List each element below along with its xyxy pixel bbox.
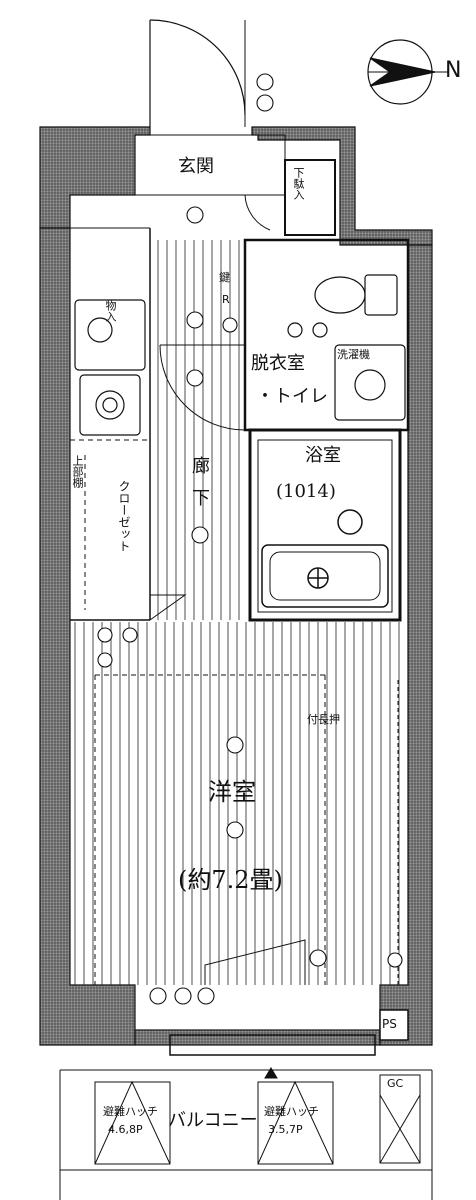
hatch-right-size: 3.5,7P xyxy=(268,1123,303,1136)
r-mark: R xyxy=(222,293,230,306)
hallway-label-2: 下 xyxy=(192,488,210,509)
western-room-label: 洋室 xyxy=(208,778,256,806)
entrance-label: 玄関 xyxy=(178,156,214,177)
ps-label: PS xyxy=(382,1017,397,1031)
balcony-door xyxy=(204,939,306,985)
hall-door xyxy=(159,344,246,431)
flooring-hallway xyxy=(157,240,240,620)
hatch-left-size: 4.6,8P xyxy=(108,1123,143,1136)
closet-door xyxy=(149,194,271,621)
fixture-symbols xyxy=(97,73,403,1005)
washer-label: 洗濯機 xyxy=(337,348,370,361)
key-label: 鍵 xyxy=(219,271,230,284)
shoe-box-label: 下駄入 xyxy=(292,167,305,200)
balcony-label: バルコニー xyxy=(168,1110,258,1131)
hallway-label-1: 廊 xyxy=(192,456,210,477)
dressing-label: 脱衣室 xyxy=(251,353,305,374)
bathtub xyxy=(261,509,389,608)
hatch-right-label: 避難ハッチ xyxy=(264,1105,319,1118)
washer xyxy=(334,344,406,421)
toilet-label: ・トイレ xyxy=(256,386,328,407)
interior-walls xyxy=(59,134,433,1200)
balcony-hatches xyxy=(94,1067,421,1165)
long-shelf-line xyxy=(70,439,326,985)
ps-box xyxy=(379,1009,409,1041)
closet-label: クローゼット xyxy=(117,480,131,552)
toilet xyxy=(287,274,398,338)
compass-icon xyxy=(367,39,448,105)
outer-walls xyxy=(39,126,433,1046)
kitchen-sink xyxy=(74,299,146,436)
upper-shelf-label: 上部棚 xyxy=(71,455,84,488)
storage-label: 物入 xyxy=(104,300,117,322)
gc-label: GC xyxy=(387,1077,404,1090)
western-room-size-label: (約7.2畳) xyxy=(178,866,283,894)
compass-label: N xyxy=(445,58,462,83)
long-shelf-label: 付長押 xyxy=(307,713,340,726)
bath-label: 浴室 xyxy=(305,445,341,466)
flooring-western xyxy=(74,622,400,985)
bath-size-label: (1014) xyxy=(276,481,336,502)
hatch-left-label: 避難ハッチ xyxy=(103,1105,158,1118)
entrance-door xyxy=(149,19,246,127)
